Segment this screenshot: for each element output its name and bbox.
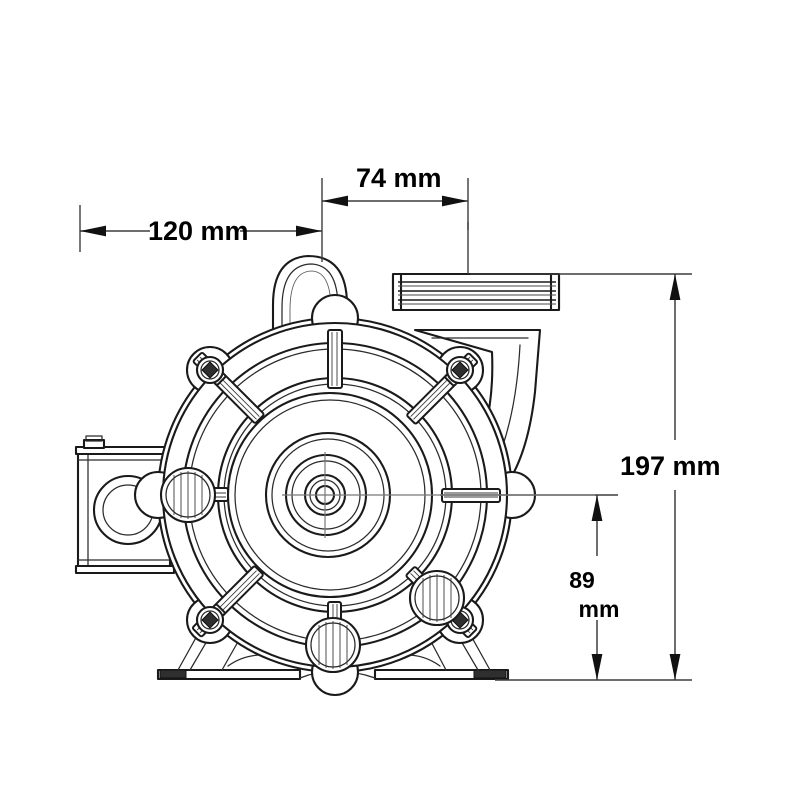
vent-plugs — [159, 466, 466, 674]
dimension-label-74mm: 74 mm — [356, 163, 442, 193]
center-cross — [282, 452, 368, 538]
dimension-197mm: 197 mm — [470, 273, 721, 681]
dimension-74mm: 74 mm — [322, 163, 469, 230]
dimension-label-120mm: 120 mm — [148, 216, 249, 246]
dimension-label-197mm: 197 mm — [620, 451, 721, 481]
outlet-port — [391, 222, 561, 312]
pump-geometry — [74, 222, 561, 697]
dimension-label-89-unit: mm — [579, 596, 620, 622]
housing-screws — [195, 355, 475, 635]
dimension-label-89-number: 89 — [569, 567, 595, 593]
dimension-120mm: 120 mm — [79, 178, 323, 262]
